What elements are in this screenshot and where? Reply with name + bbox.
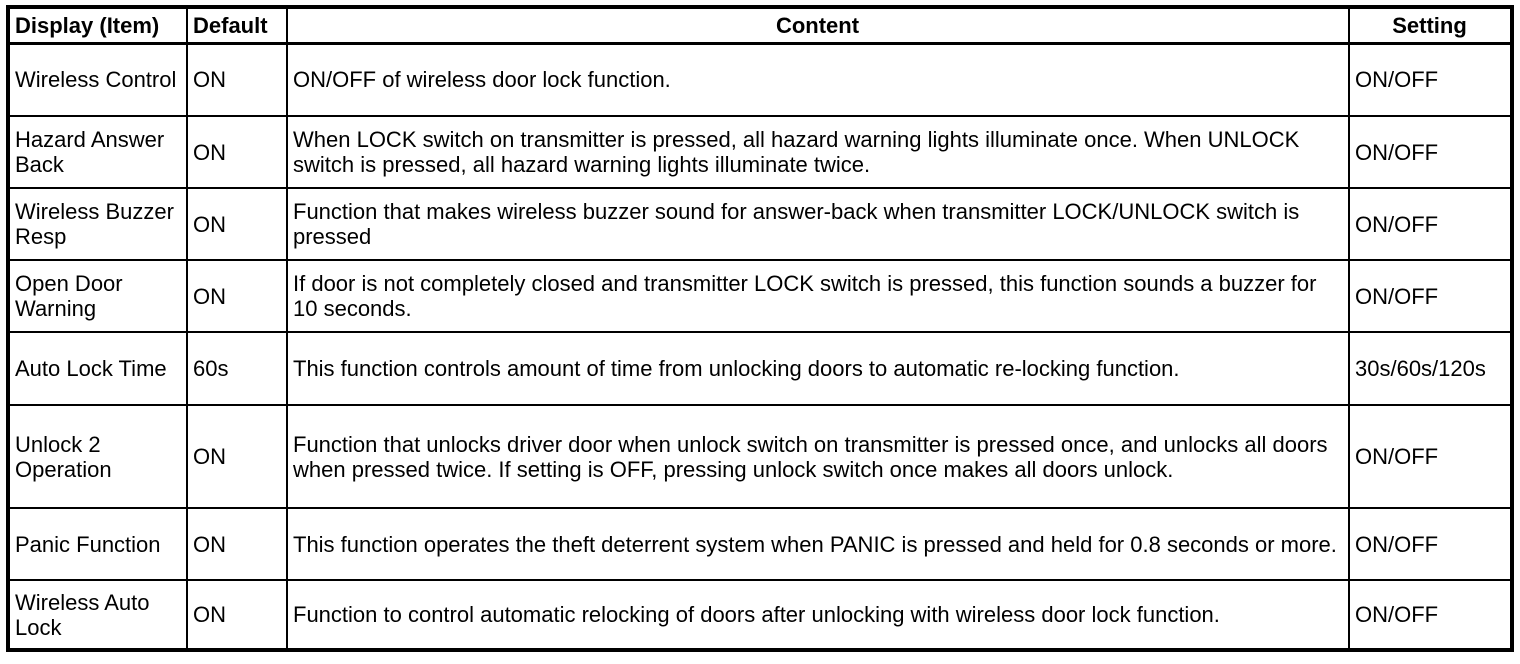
cell-content: When LOCK switch on transmitter is press… (286, 115, 1350, 189)
cell-default: 60s (186, 331, 288, 406)
cell-setting: ON/OFF (1348, 579, 1513, 651)
cell-item: Auto Lock Time (7, 331, 188, 406)
table-row: Auto Lock Time 60s This function control… (7, 331, 1513, 406)
cell-setting: ON/OFF (1348, 187, 1513, 261)
cell-setting: ON/OFF (1348, 507, 1513, 581)
cell-setting: ON/OFF (1348, 42, 1513, 117)
cell-default: ON (186, 579, 288, 651)
table-header: Display (Item) Default Content Setting (7, 6, 1513, 45)
cell-item: Open Door Warning (7, 259, 188, 333)
cell-content: ON/OFF of wireless door lock function. (286, 42, 1350, 117)
header-row: Display (Item) Default Content Setting (7, 6, 1513, 45)
cell-default: ON (186, 259, 288, 333)
settings-table: Display (Item) Default Content Setting W… (6, 5, 1514, 652)
cell-content: Function to control automatic relocking … (286, 579, 1350, 651)
cell-item: Wireless Control (7, 42, 188, 117)
column-header-default: Default (186, 6, 288, 45)
cell-content: If door is not completely closed and tra… (286, 259, 1350, 333)
table-row: Wireless Auto Lock ON Function to contro… (7, 579, 1513, 651)
cell-default: ON (186, 115, 288, 189)
cell-default: ON (186, 507, 288, 581)
cell-content: Function that makes wireless buzzer soun… (286, 187, 1350, 261)
cell-item: Unlock 2 Operation (7, 404, 188, 509)
cell-default: ON (186, 187, 288, 261)
table-row: Panic Function ON This function operates… (7, 507, 1513, 581)
cell-item: Wireless Buzzer Resp (7, 187, 188, 261)
cell-item: Panic Function (7, 507, 188, 581)
cell-content: This function controls amount of time fr… (286, 331, 1350, 406)
table-row: Wireless Control ON ON/OFF of wireless d… (7, 42, 1513, 117)
table-row: Hazard Answer Back ON When LOCK switch o… (7, 115, 1513, 189)
column-header-display-item: Display (Item) (7, 6, 188, 45)
cell-setting: 30s/60s/120s (1348, 331, 1513, 406)
table-body: Wireless Control ON ON/OFF of wireless d… (7, 42, 1513, 651)
column-header-setting: Setting (1348, 6, 1513, 45)
cell-default: ON (186, 404, 288, 509)
cell-default: ON (186, 42, 288, 117)
table-row: Unlock 2 Operation ON Function that unlo… (7, 404, 1513, 509)
cell-setting: ON/OFF (1348, 259, 1513, 333)
column-header-content: Content (286, 6, 1350, 45)
table-row: Wireless Buzzer Resp ON Function that ma… (7, 187, 1513, 261)
cell-item: Wireless Auto Lock (7, 579, 188, 651)
cell-setting: ON/OFF (1348, 404, 1513, 509)
table-row: Open Door Warning ON If door is not comp… (7, 259, 1513, 333)
cell-content: This function operates the theft deterre… (286, 507, 1350, 581)
cell-content: Function that unlocks driver door when u… (286, 404, 1350, 509)
cell-setting: ON/OFF (1348, 115, 1513, 189)
cell-item: Hazard Answer Back (7, 115, 188, 189)
